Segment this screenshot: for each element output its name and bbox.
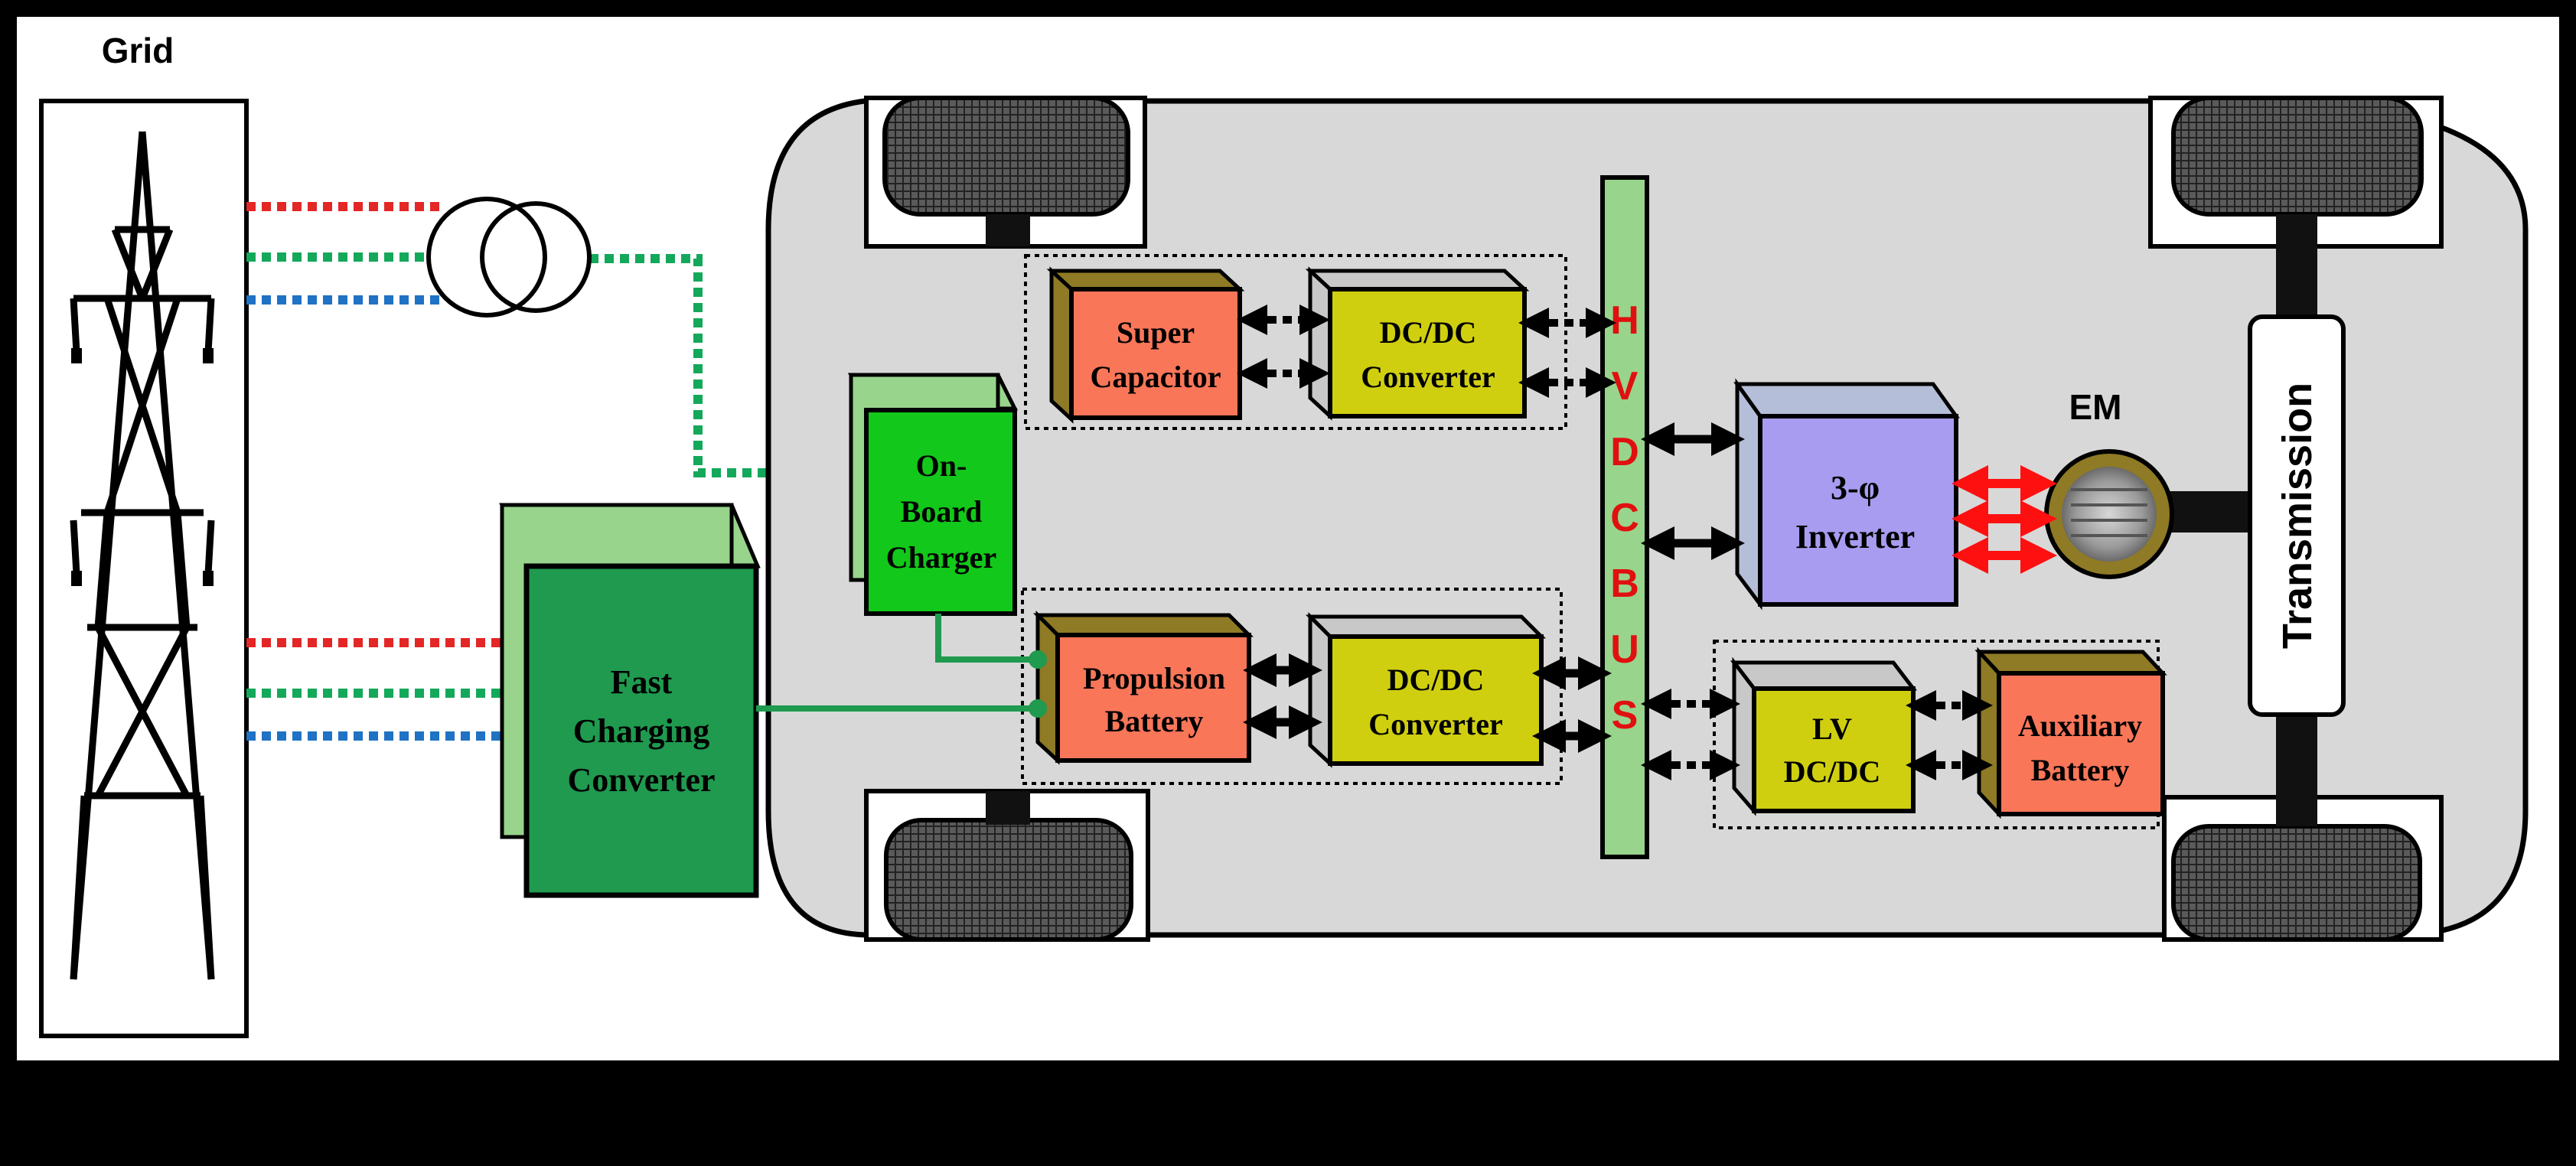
motor-icon — [2062, 467, 2157, 562]
transmission-label: Transmission — [2274, 383, 2320, 649]
transmission-tower-icon — [70, 131, 215, 980]
grid-tower-frame — [39, 99, 249, 1038]
obc-line1: On- — [916, 448, 967, 483]
dcdc-bottom-line1: DC/DC — [1387, 663, 1485, 697]
lv-dcdc-block: LV DC/DC — [1730, 656, 1918, 816]
fast-charging-converter-block: Fast Charging Converter — [499, 503, 761, 898]
obc-line3: Charger — [886, 540, 996, 575]
propulsion-battery-block: Propulsion Battery — [1032, 610, 1254, 765]
grid-label: Grid — [102, 31, 174, 70]
auxiliary-battery-block: Auxiliary Battery — [1974, 647, 2167, 819]
super-capacitor-line1: Super — [1117, 315, 1195, 350]
wheel-front-right — [2148, 96, 2444, 249]
dcdc-top-line1: DC/DC — [1380, 315, 1477, 350]
transformer-icon — [426, 197, 592, 318]
aux-battery-line2: Battery — [2031, 753, 2130, 787]
propulsion-battery-line2: Battery — [1105, 704, 1204, 738]
charging-wires — [756, 614, 1038, 712]
electric-motor: EM — [2044, 387, 2174, 579]
insulator-icons — [71, 348, 214, 586]
dcdc-bottom-line2: Converter — [1368, 707, 1502, 741]
dcdc-converter-top-block: DC/DC Converter — [1305, 266, 1530, 421]
bus-letter-v: V — [1612, 364, 1639, 409]
propulsion-battery-line1: Propulsion — [1083, 661, 1225, 695]
inverter-line1: 3-φ — [1831, 469, 1880, 506]
aux-battery-line1: Auxiliary — [2018, 708, 2142, 743]
wheel-rear-left — [864, 789, 1150, 942]
lv-dcdc-line1: LV — [1812, 712, 1852, 746]
dcdc-top-line2: Converter — [1361, 360, 1495, 394]
fcc-line3: Converter — [567, 761, 715, 799]
motor-shaft — [2166, 491, 2258, 533]
bus-letter-d: D — [1610, 430, 1639, 474]
solid-arrows — [1243, 422, 1745, 753]
bus-letter-s: S — [1612, 693, 1639, 738]
wire-junction-top — [1029, 650, 1047, 669]
inverter-line2: Inverter — [1795, 518, 1915, 555]
inverter-block: 3-φ Inverter — [1733, 378, 1960, 611]
lv-dcdc-line2: DC/DC — [1784, 754, 1881, 789]
on-board-charger-block: On- Board Charger — [847, 373, 1019, 616]
super-capacitor-block: Super Capacitor — [1046, 266, 1245, 424]
fcc-line1: Fast — [611, 663, 673, 701]
bus-letter-c: C — [1610, 496, 1639, 540]
dcdc-converter-bottom-block: DC/DC Converter — [1305, 611, 1547, 768]
hvdc-bus: H V D C B U S — [1600, 175, 1649, 859]
transmission-block: Transmission — [2248, 314, 2346, 717]
dotted-arrows — [1237, 305, 1993, 780]
obc-line2: Board — [901, 494, 983, 529]
phase-lines-bottom — [246, 638, 502, 741]
bus-letter-u: U — [1610, 627, 1639, 672]
bus-letter-b: B — [1610, 562, 1639, 606]
super-capacitor-line2: Capacitor — [1090, 360, 1221, 394]
ac-phase-arrows — [1952, 465, 2057, 574]
bus-letter-h: H — [1610, 298, 1639, 343]
wire-junction-bottom — [1029, 699, 1047, 718]
wheel-front-left — [864, 96, 1147, 249]
wheel-rear-right — [2162, 795, 2444, 942]
fcc-line2: Charging — [573, 712, 709, 750]
motor-label: EM — [2069, 387, 2122, 427]
